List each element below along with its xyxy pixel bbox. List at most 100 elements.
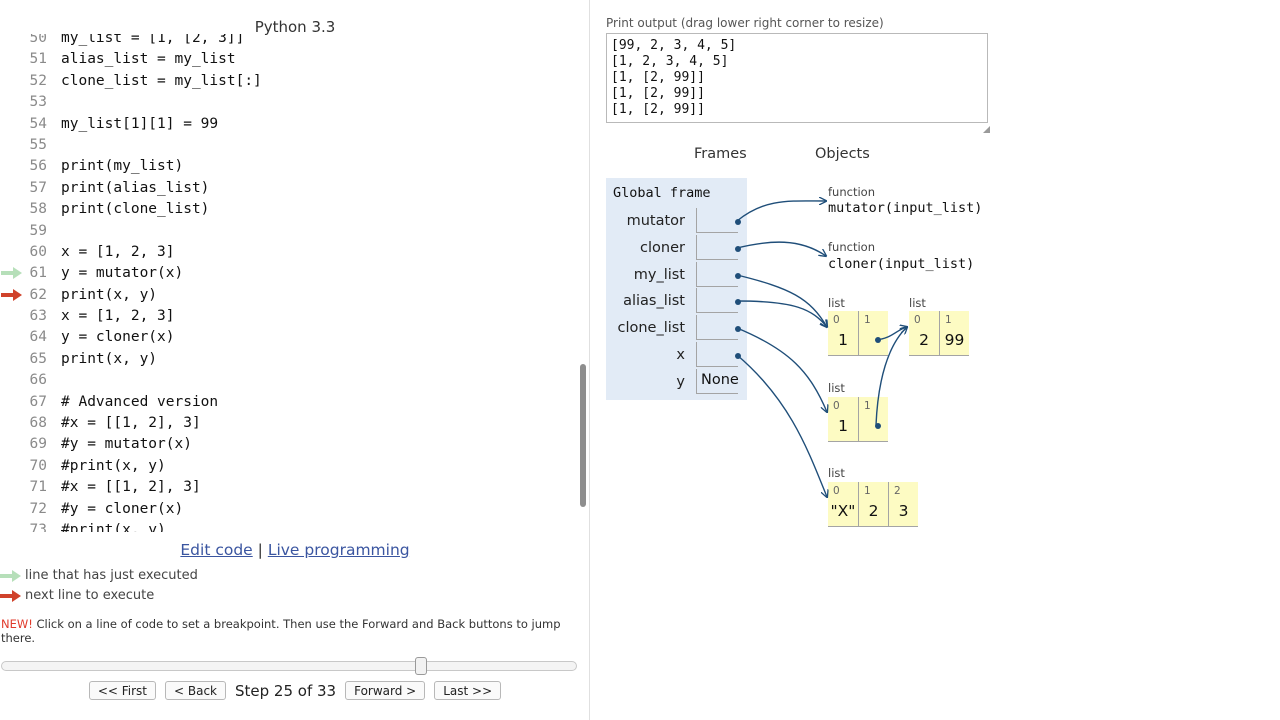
line-number[interactable]: 56 <box>29 158 47 175</box>
code-line[interactable]: 53 <box>0 92 578 113</box>
code-text: print(x, y) <box>61 286 158 303</box>
code-line[interactable]: 68#x = [[1, 2], 3] <box>0 413 578 434</box>
code-line[interactable]: 70#print(x, y) <box>0 456 578 477</box>
code-line[interactable]: 73#print(x, y) <box>0 520 578 532</box>
code-text: x = [1, 2, 3] <box>61 243 175 260</box>
line-number[interactable]: 52 <box>29 72 47 89</box>
line-number[interactable]: 57 <box>29 179 47 196</box>
line-number[interactable]: 66 <box>29 372 47 389</box>
variable-value-box <box>696 342 741 367</box>
pointer-mutator <box>736 201 826 222</box>
next-arrow-icon <box>0 589 21 602</box>
line-number[interactable]: 64 <box>29 329 47 346</box>
function-type-label: function <box>828 185 875 199</box>
print-output-line: [1, [2, 99]] <box>611 70 705 85</box>
variable-value-box <box>696 208 741 233</box>
line-number[interactable]: 60 <box>29 243 47 260</box>
executed-arrow-icon <box>0 569 21 582</box>
line-number[interactable]: 55 <box>29 136 47 153</box>
line-number[interactable]: 65 <box>29 350 47 367</box>
line-number[interactable]: 70 <box>29 457 47 474</box>
code-line[interactable]: 71#x = [[1, 2], 3] <box>0 477 578 498</box>
resize-grip-icon[interactable] <box>983 126 990 133</box>
line-number[interactable]: 73 <box>29 521 47 532</box>
step-counter: Step 25 of 33 <box>235 681 337 700</box>
list-value: "X" <box>830 502 856 520</box>
line-number[interactable]: 68 <box>29 415 47 432</box>
line-number[interactable]: 69 <box>29 436 47 453</box>
step-slider-handle[interactable] <box>415 657 427 675</box>
line-number[interactable]: 58 <box>29 201 47 218</box>
code-line[interactable]: 65 print(x, y) <box>0 349 578 370</box>
breakpoint-note: NEW! Click on a line of code to set a br… <box>1 617 561 645</box>
forward-button[interactable]: Forward > <box>345 681 426 700</box>
edit-code-link[interactable]: Edit code <box>180 541 253 559</box>
code-line[interactable]: 69 #y = mutator(x) <box>0 434 578 455</box>
pointer-x <box>736 354 827 497</box>
code-line[interactable]: 59 <box>0 221 578 242</box>
pointer-my-list <box>736 274 827 327</box>
list-index: 0 <box>833 485 840 497</box>
list-index: 0 <box>833 314 840 326</box>
line-number[interactable]: 54 <box>29 115 47 132</box>
line-number[interactable]: 51 <box>29 51 47 68</box>
line-number[interactable]: 59 <box>29 222 47 239</box>
legend-executed: line that has just executed <box>0 568 198 583</box>
line-number[interactable]: 67 <box>29 393 47 410</box>
variable-name: clone_list <box>617 320 685 337</box>
pane-divider[interactable] <box>589 0 590 720</box>
line-number[interactable]: 50 <box>29 34 47 46</box>
pointer-cloner <box>736 241 826 256</box>
line-number[interactable]: 72 <box>29 500 47 517</box>
list-cell: 1 <box>858 397 888 442</box>
print-output-line: [1, [2, 99]] <box>611 86 705 101</box>
code-line[interactable]: 72#y = cloner(x) <box>0 499 578 520</box>
list-value: 2 <box>868 502 879 520</box>
line-number[interactable]: 53 <box>29 94 47 111</box>
code-line[interactable]: 55 <box>0 135 578 156</box>
code-line[interactable]: 60 x = [1, 2, 3] <box>0 242 578 263</box>
line-number[interactable]: 63 <box>29 308 47 325</box>
print-output-label: Print output (drag lower right corner to… <box>606 16 884 30</box>
step-slider[interactable] <box>1 657 577 675</box>
code-scrollbar-thumb[interactable] <box>580 364 586 507</box>
code-line[interactable]: 51 alias_list = my_list <box>0 49 578 70</box>
line-number[interactable]: 71 <box>29 479 47 496</box>
code-text: alias_list = my_list <box>61 51 236 68</box>
line-number[interactable]: 62 <box>29 286 47 303</box>
function-type-label: function <box>828 240 875 254</box>
back-button[interactable]: < Back <box>165 681 227 700</box>
line-number[interactable]: 61 <box>29 265 47 282</box>
last-button[interactable]: Last >> <box>434 681 502 700</box>
code-line[interactable]: 62 print(x, y) <box>0 285 578 306</box>
code-scrollbar[interactable] <box>578 34 590 532</box>
code-text: print(x, y) <box>61 350 158 367</box>
code-text: #y = mutator(x) <box>61 436 192 453</box>
list-index: 1 <box>864 400 871 412</box>
code-line[interactable]: 67# Advanced version <box>0 392 578 413</box>
legend-next-label: next line to execute <box>25 588 155 603</box>
next-line-arrow-icon <box>1 288 22 301</box>
pointer-dot-icon <box>735 326 741 333</box>
print-output-box[interactable]: [99, 2, 3, 4, 5][1, 2, 3, 4, 5][1, [2, 9… <box>606 33 988 123</box>
list-type-label: list <box>828 381 845 395</box>
first-button[interactable]: << First <box>88 681 156 700</box>
live-programming-link[interactable]: Live programming <box>267 541 410 559</box>
variable-value-box <box>696 288 741 314</box>
list-type-label: list <box>828 466 845 480</box>
list-value: 1 <box>838 331 848 349</box>
list-value: 99 <box>944 331 965 349</box>
code-line[interactable]: 66 <box>0 370 578 391</box>
